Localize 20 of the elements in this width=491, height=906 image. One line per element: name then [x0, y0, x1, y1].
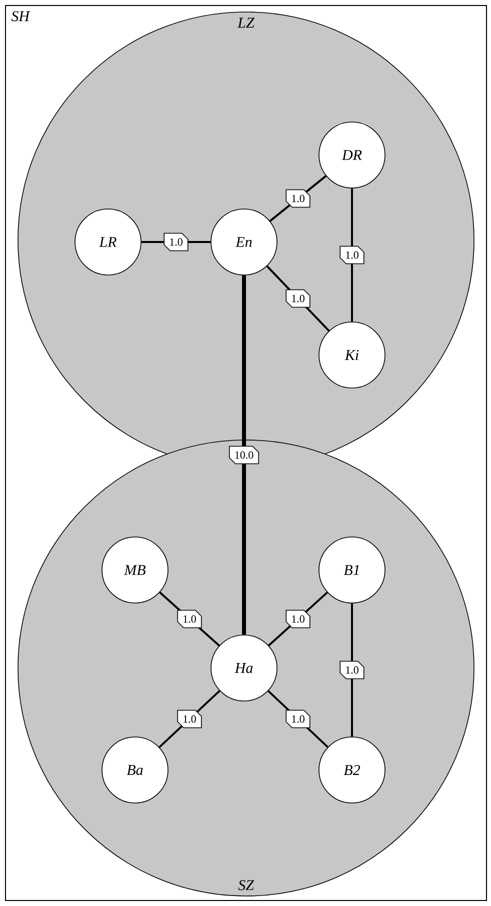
link-line	[269, 175, 327, 222]
link-line	[141, 241, 211, 243]
edge-label: 1.0	[340, 660, 364, 680]
link-line	[351, 603, 353, 737]
edge-label: 1.0	[177, 710, 202, 728]
link-line	[351, 188, 353, 322]
link-line	[268, 592, 328, 646]
link-line	[158, 690, 220, 748]
edge-label: 1.0	[286, 610, 310, 628]
edge-label: 1.0	[340, 246, 364, 264]
link-line	[159, 592, 220, 646]
edge-label: 1.0	[286, 189, 310, 208]
edge-label: 1.0	[286, 289, 310, 308]
edge-label: 1.0	[177, 610, 202, 628]
edge-label: 1.0	[286, 710, 310, 728]
link-line	[242, 275, 246, 635]
edge-label: 1.0	[164, 232, 188, 252]
link-line	[268, 690, 328, 748]
link-line	[266, 265, 330, 332]
edge-label: 10.0	[228, 446, 260, 464]
